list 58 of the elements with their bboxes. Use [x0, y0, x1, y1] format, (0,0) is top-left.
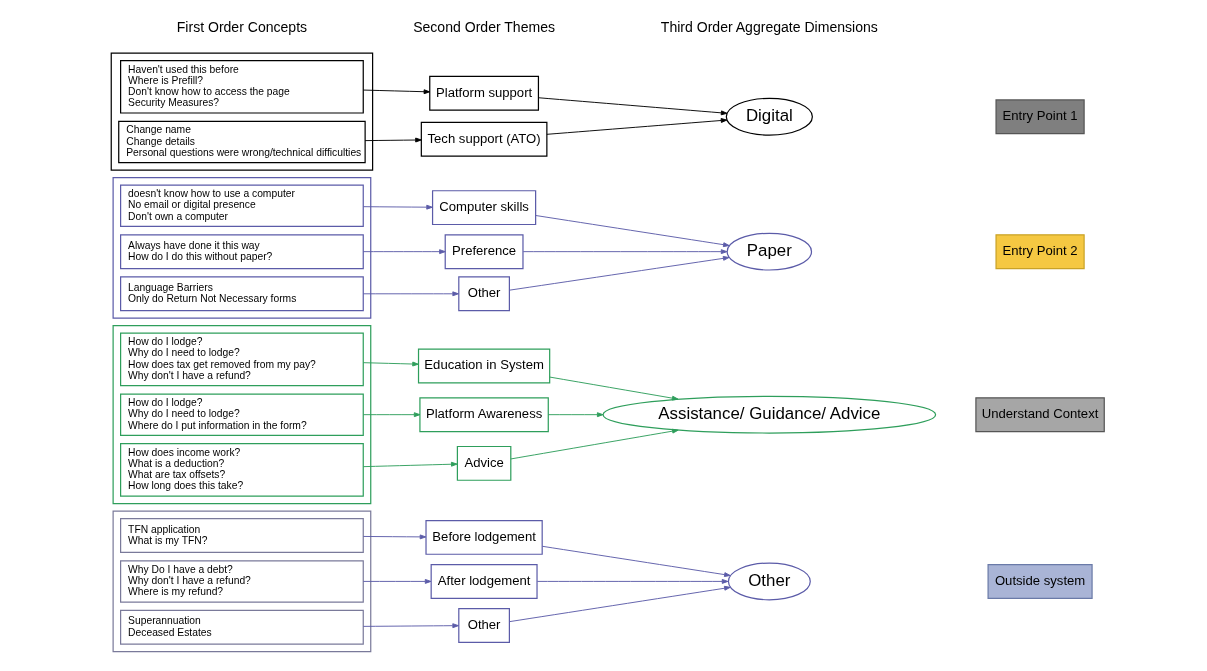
node-box: Preference: [444, 234, 524, 270]
arrow: [541, 545, 731, 578]
arrow: [362, 579, 431, 584]
arrow: [364, 137, 422, 143]
arrow: [548, 376, 678, 401]
arrow: [362, 89, 430, 95]
node-ellipse: Digital: [725, 97, 813, 136]
node-box: Superannuation Deceased Estates: [119, 609, 364, 645]
label: Third Order Aggregate Dimensions: [660, 18, 878, 35]
cluster: [112, 510, 371, 653]
cluster: [110, 52, 373, 171]
arrow: [536, 579, 728, 584]
node-box: Tech support (ATO): [420, 121, 547, 157]
node-box: Platform support: [428, 75, 539, 111]
arrow: [362, 534, 426, 540]
node-box: Other: [457, 608, 510, 643]
node-box: Language Barriers Only do Return Not Necessary forms: [119, 276, 364, 312]
label: First Order Concepts: [176, 18, 307, 35]
arrow: [362, 204, 433, 210]
cluster: [112, 177, 371, 319]
arrow: [547, 412, 603, 418]
arrow: [508, 585, 731, 623]
node-box: doesn't know how to use a computer No email or digital presence Don't own a computer: [119, 184, 364, 227]
node-box: Always have done it this way How do I do this without paper?: [119, 234, 364, 270]
node-box: Change name Change details Personal questions were wrong/technical difficulties: [117, 120, 366, 164]
arrow: [362, 249, 446, 255]
arrow: [534, 215, 730, 248]
node-box: Haven't used this before Where is Prefill? Don't know how to access the page Security Measures?: [119, 59, 364, 114]
arrow: [362, 623, 459, 629]
arrow: [508, 255, 729, 291]
node-box: TFN application What is my TFN?: [119, 518, 364, 553]
node-box: How does income work? What is a deduction? What are tax offsets? How long does this take?: [119, 443, 364, 497]
node-box: After lodgement: [430, 563, 538, 599]
node-box: Advice: [456, 445, 511, 481]
node-ellipse: Other: [727, 562, 811, 601]
node-box: Computer skills: [431, 190, 536, 226]
node-box: Before lodgement: [424, 519, 543, 555]
node-box: Understand Context: [974, 397, 1105, 433]
cluster: [112, 325, 371, 505]
node-box: How do I lodge? Why do I need to lodge? Where do I put information in the form?: [119, 393, 364, 436]
arrow: [537, 97, 727, 116]
arrow: [509, 428, 679, 460]
arrow: [362, 291, 459, 297]
arrow: [362, 412, 420, 418]
node-box: Entry Point 1: [994, 99, 1085, 135]
node-box: Outside system: [987, 563, 1093, 599]
node-box: Entry Point 2: [994, 234, 1085, 270]
node-box: Platform Awareness: [418, 397, 549, 433]
node-box: Education in System: [417, 348, 550, 384]
arrow: [545, 118, 727, 135]
arrow: [522, 249, 727, 255]
label: Second Order Themes: [412, 18, 555, 35]
arrow: [362, 461, 458, 468]
node-box: Other: [457, 276, 510, 312]
arrow: [362, 361, 419, 367]
node-box: Why Do I have a debt? Why don't I have a refund? Where is my refund?: [119, 560, 364, 603]
node-box: How do I lodge? Why do I need to lodge? How does tax get removed from my pay? Why don't I have a refund?: [119, 332, 364, 387]
node-ellipse: Paper: [726, 232, 812, 271]
